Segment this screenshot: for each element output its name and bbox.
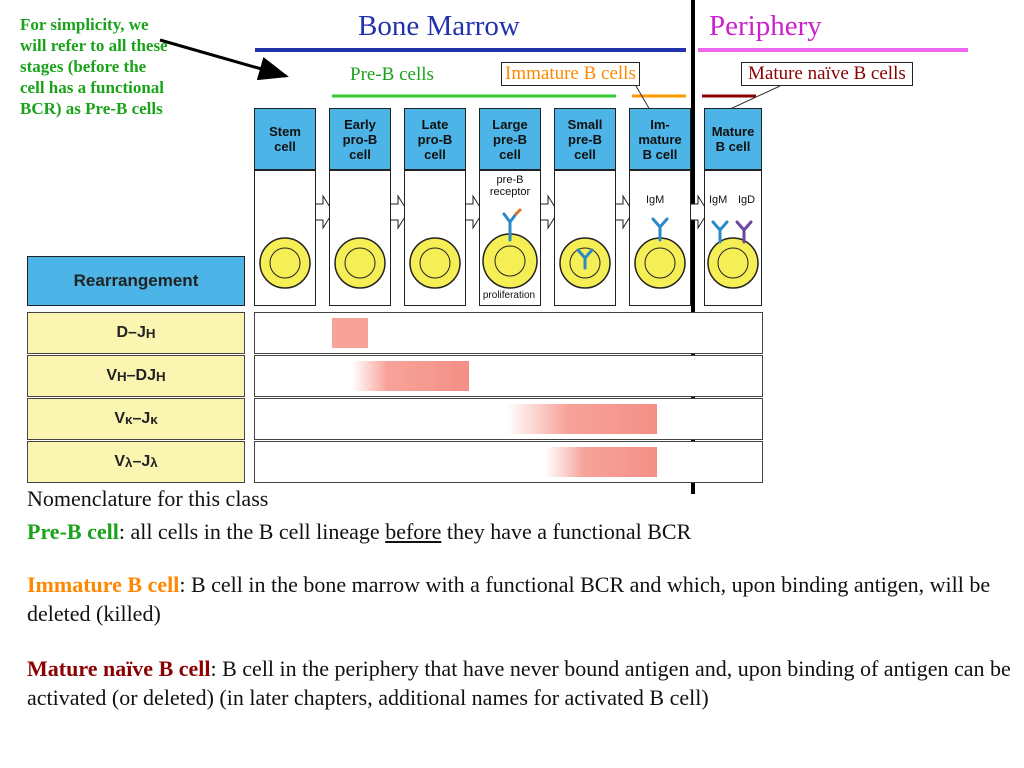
stage-arrow [389,194,409,230]
immature-pointer [635,85,651,111]
stage-body [704,170,762,306]
mature-igm-label: IgM [709,194,728,206]
stage-body [329,170,391,306]
pre-b-term: Pre-B cell [27,519,119,544]
mature-naive-b-cells-label: Mature naïve B cells [741,62,913,86]
pre-b-cells-label: Pre-B cells [350,64,434,85]
nomenclature-heading: Nomenclature for this class [27,486,269,511]
simplicity-note: For simplicity, we will refer to all the… [20,15,168,118]
periphery-title: Periphery [709,10,822,42]
stage-arrow [539,194,559,230]
mature-definition: Mature naïve B cell: B cell in the perip… [27,656,1011,710]
timeline-row [254,312,763,354]
rearrangement-header: Rearrangement [27,256,245,306]
igm-label: IgM [646,194,665,206]
mature-pointer [727,85,781,111]
immature-b-cells-label: Immature B cells [501,62,640,86]
immature-term: Immature B cell [27,572,180,597]
bar-vk-jk [507,404,657,434]
igd-label: IgD [738,194,756,206]
stage-body [554,170,616,306]
note-arrow [159,38,289,81]
stage-arrow [314,194,334,230]
stage-arrow [464,194,484,230]
proliferation-label: proliferation [482,290,536,301]
stage-arrow [614,194,634,230]
timeline-row [254,355,763,397]
mature-term: Mature naïve B cell [27,656,211,681]
bar-dj-h [332,318,368,348]
stage-body [254,170,316,306]
immature-definition: Immature B cell: B cell in the bone marr… [27,572,991,626]
bone-marrow-title: Bone Marrow [358,10,520,42]
bar-vh-djh [352,361,469,391]
pre-b-definition: Pre-B cell: all cells in the B cell line… [27,519,692,544]
stage-body [629,170,691,306]
stage-arrow [689,194,709,230]
timeline-row [254,441,763,483]
stage-body [404,170,466,306]
bar-vl-jl [545,447,657,477]
